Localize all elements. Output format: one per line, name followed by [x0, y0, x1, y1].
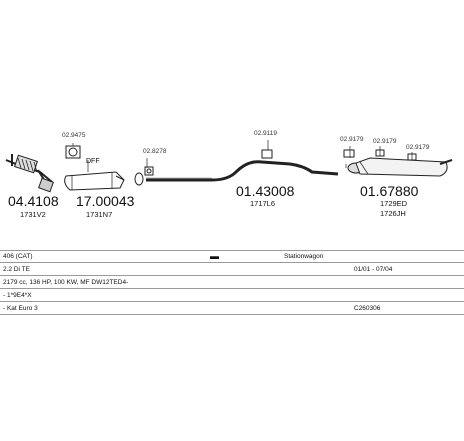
spec-text: 2179 cc, 136 HP, 100 KW, MF DW12TED4-	[3, 279, 129, 286]
part-number-rear-silencer: 01.67880	[360, 183, 419, 199]
part-code-front-pipe: 1731V2	[20, 210, 46, 219]
part-code-dpf: 1731N7	[86, 210, 113, 219]
ref-clamp-b: 02.9119	[254, 130, 278, 137]
body-type-text: Stationwagon	[284, 253, 324, 260]
ref-clamp-e: 02.9179	[406, 144, 430, 151]
part-code-intermediate-pipe: 1717L6	[250, 199, 276, 208]
part-code-rear-silencer-2: 1726JH	[380, 209, 406, 218]
code-text: - 1*9E4*X	[3, 292, 32, 299]
clamp-a-drawing	[134, 158, 154, 186]
years-text: 01/01 - 07/04	[354, 266, 393, 273]
info-row-spec: 2179 cc, 136 HP, 100 KW, MF DW12TED4-	[0, 277, 464, 288]
part-number-front-pipe: 04.4108	[8, 193, 59, 209]
emission-text: - Kat Euro 3	[3, 305, 38, 312]
exhaust-diagram: 04.4108 1731V2 17.00043 1731N7 DFF 01.43…	[5, 130, 453, 219]
engine-text: 2.2 Di TE	[3, 266, 30, 273]
part-code-rear-silencer: 1729ED	[380, 199, 408, 208]
info-row-engine: 2.2 Di TE 01/01 - 07/04	[0, 264, 464, 275]
model-text: 406 (CAT)	[3, 253, 33, 260]
front-pipe-drawing	[5, 154, 54, 193]
car-icon: ▬	[210, 251, 219, 261]
particulate-filter-drawing	[64, 160, 125, 191]
info-row-code: - 1*9E4*X	[0, 290, 464, 301]
catalog-number-text: C260306	[354, 305, 381, 312]
info-row-model: 406 (CAT) ▬ Stationwagon	[0, 251, 464, 262]
intermediate-pipe-drawing	[146, 140, 339, 182]
ref-clamp-d: 02.9179	[373, 138, 397, 145]
rear-silencer-drawing	[343, 146, 453, 177]
info-row-emission: - Kat Euro 3 C260306	[0, 303, 464, 314]
ref-gasket: 02.9475	[62, 132, 86, 139]
part-number-dpf: 17.00043	[76, 193, 135, 209]
exhaust-parts-drawing	[5, 140, 453, 193]
ref-clamp-a: 02.8278	[143, 148, 167, 155]
ref-clamp-c: 02.9179	[340, 136, 364, 143]
part-number-intermediate-pipe: 01.43008	[236, 183, 295, 199]
dpf-tag: DFF	[86, 158, 100, 165]
gasket-drawing	[65, 143, 81, 159]
